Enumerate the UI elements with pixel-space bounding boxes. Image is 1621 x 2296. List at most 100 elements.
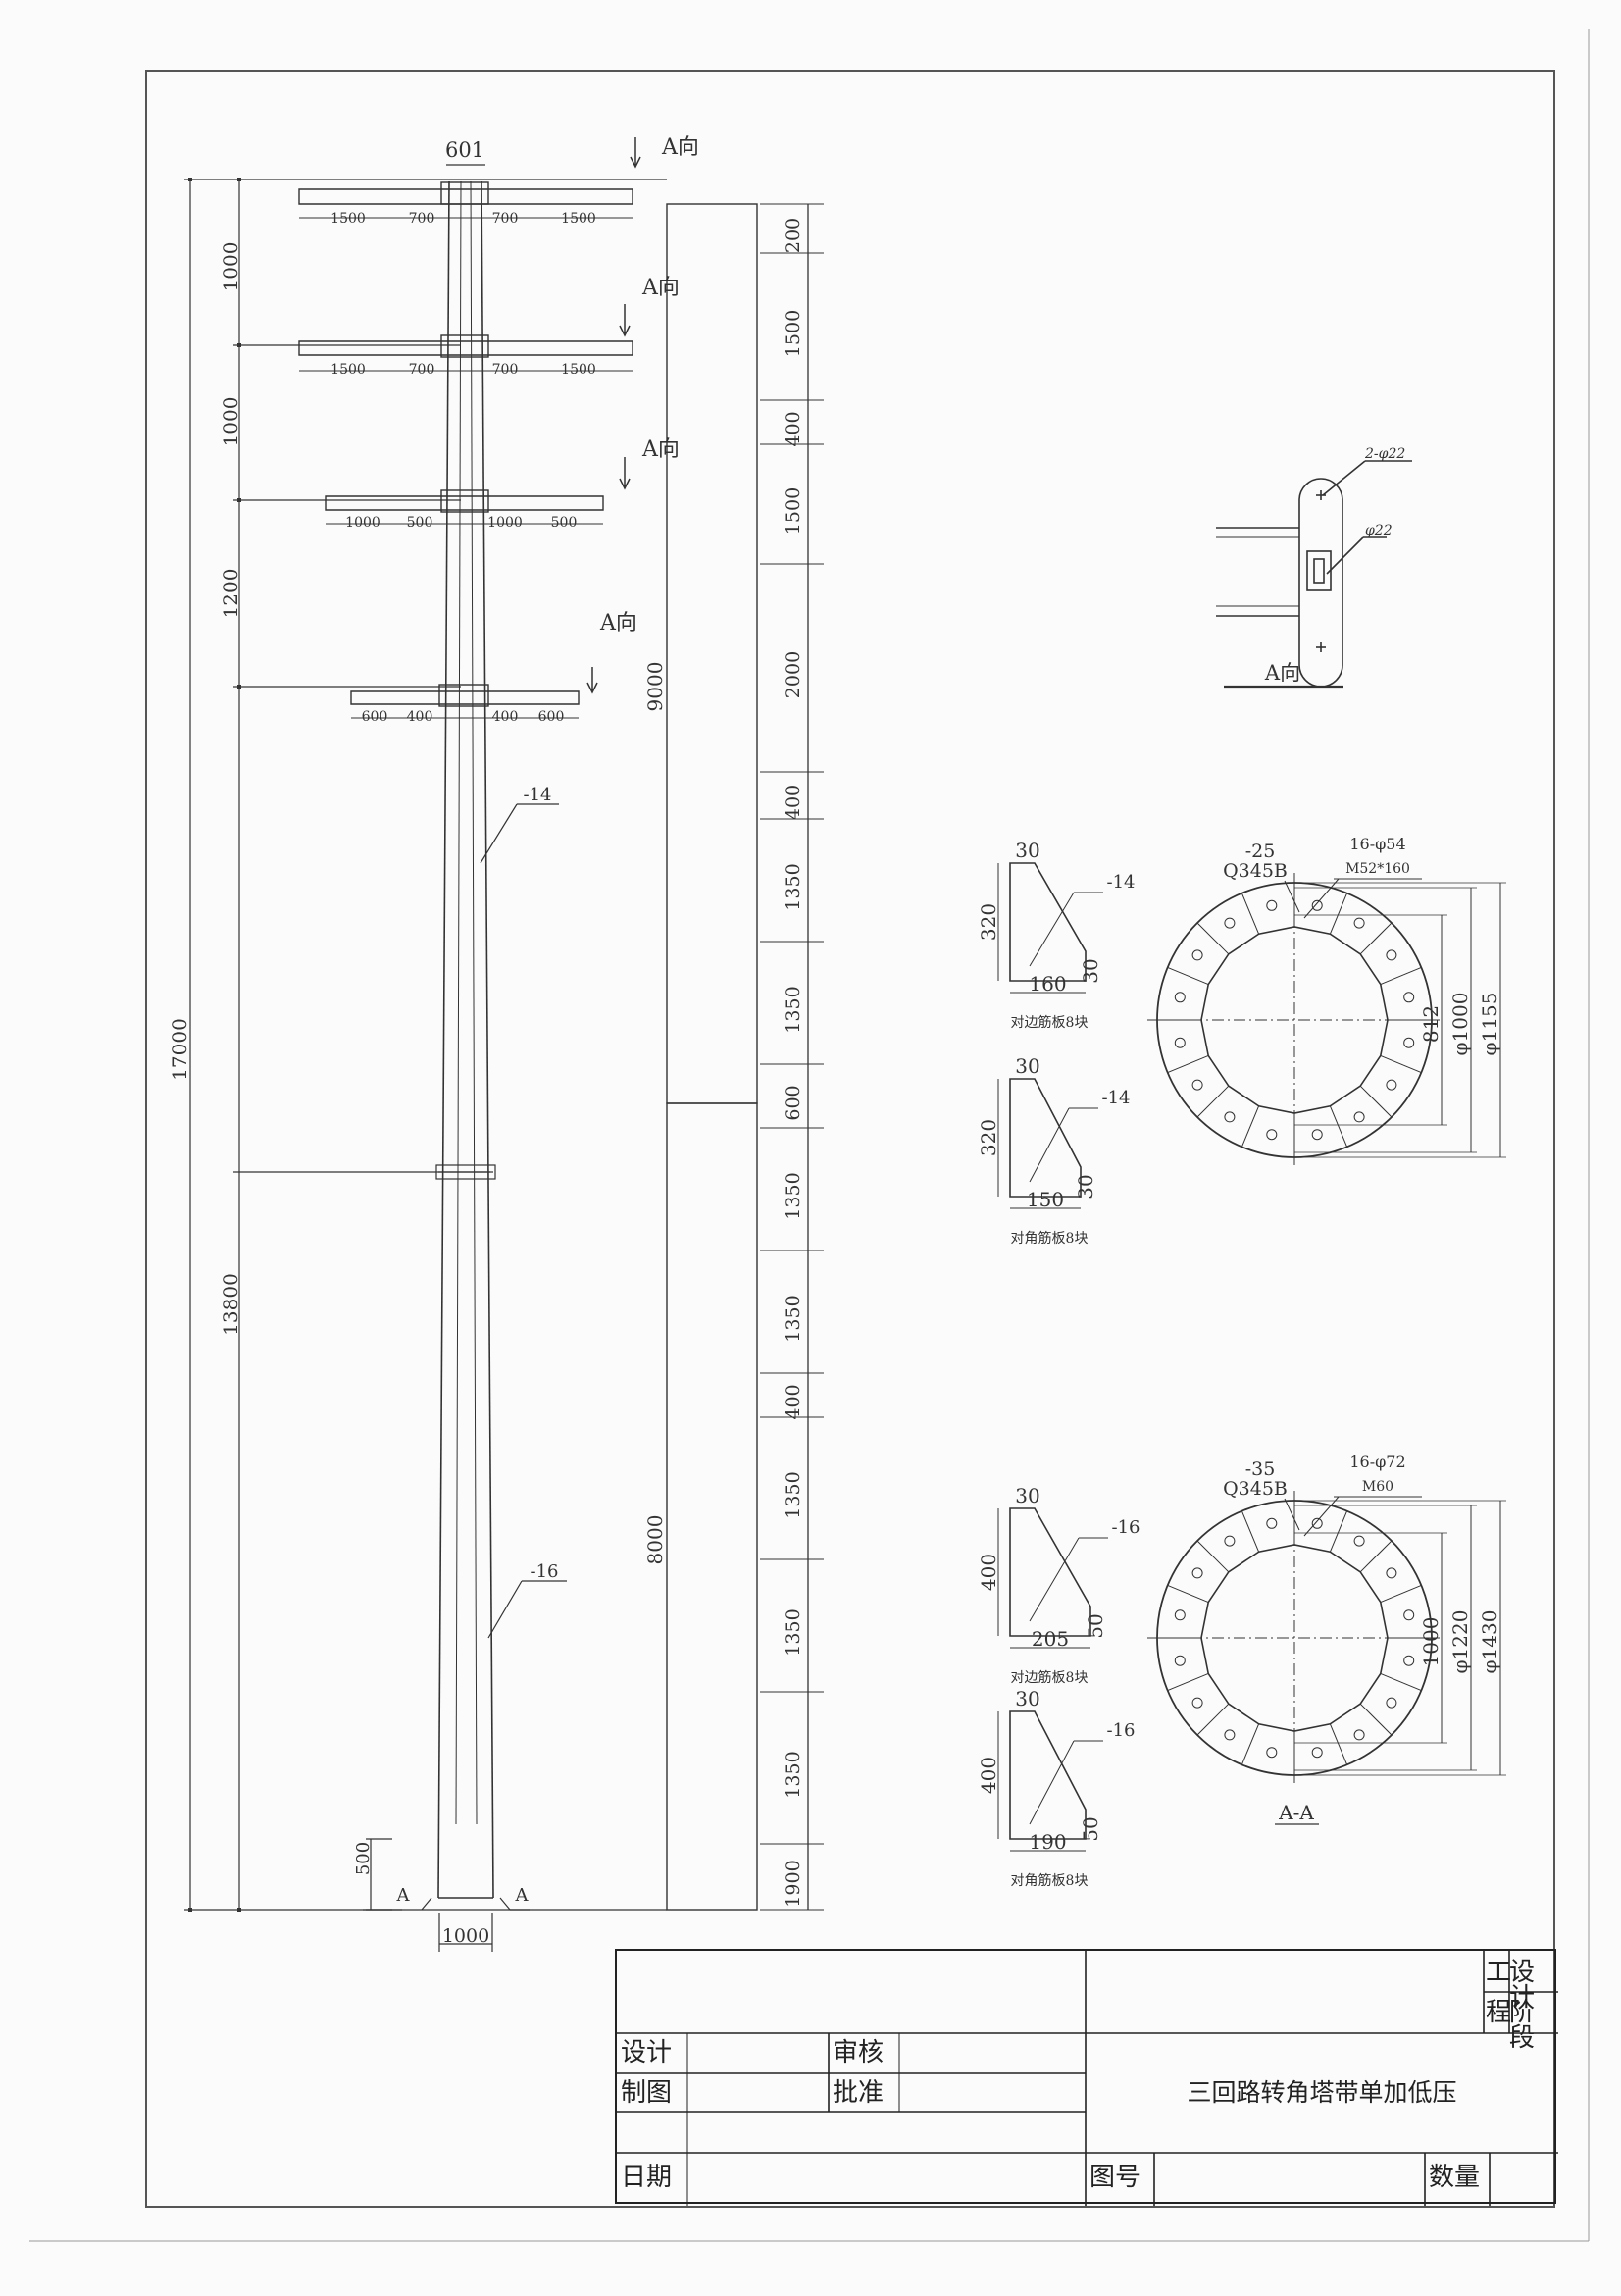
detail-hole-label: φ22 [1365,523,1393,538]
direction-label-4: A向 [599,611,637,636]
right-dim-label: 1500 [783,310,804,357]
bolt-hole [1174,1037,1186,1048]
right-dim-label: 400 [783,411,804,446]
dim-arm-spacing-1: 1000 [219,242,242,292]
bolt-hole [1403,1037,1415,1048]
inner-border [145,70,1555,2208]
bolt-hole [1174,1609,1186,1621]
bolt-hole [1191,1697,1203,1709]
arm3-right-1: 1000 [487,515,523,531]
arm2-right-2: 1500 [561,362,596,378]
flange-bolt: M52*160 [1345,861,1410,877]
dim-arm-spacing-3: 1200 [219,569,242,619]
right-dim-label: 1350 [783,1295,804,1342]
rib-height-dim: 400 [977,1757,1000,1794]
rib-thickness: -16 [1112,1517,1140,1538]
direction-label-1: A向 [661,135,699,160]
right-dim-label: 1900 [783,1860,804,1907]
right-dim-label: 200 [783,218,804,253]
bolt-hole [1266,1747,1278,1759]
rib-top-dim: 30 [1015,839,1039,862]
flange-bolt: M60 [1362,1479,1393,1495]
direction-label-2: A向 [641,276,680,300]
bolt-hole [1403,992,1415,1003]
bolt-hole [1353,1535,1365,1547]
bolt-hole [1191,1567,1203,1579]
flange-dim-2: φ1220 [1448,1610,1472,1674]
rib-caption: 对边筋板8块 [1011,1014,1089,1031]
arm1-left-1: 1500 [330,211,366,227]
tb-check-label: 审核 [833,2038,885,2067]
right-dim-label: 400 [783,785,804,820]
hole-detail [1216,460,1412,689]
right-dim-label: 600 [783,1085,804,1120]
right-dim-label: 1350 [783,1471,804,1518]
pole-shaft [421,180,511,1911]
right-dim-label: 1350 [783,1608,804,1656]
tb-approve-label: 批准 [833,2078,885,2108]
rib-width-dim: 150 [1027,1188,1064,1211]
bolt-hole [1224,1111,1236,1123]
rib-bottom-dim: 30 [1079,958,1102,983]
right-dim-label: 2000 [783,651,804,698]
flange-dim-3: φ1155 [1478,993,1501,1056]
section-mark-right: A [515,1885,530,1906]
right-dim-label: 1500 [783,487,804,535]
bolt-hole [1224,917,1236,929]
shaft-thickness-upper: -14 [524,785,552,805]
direction-label-3: A向 [641,437,680,462]
bolt-hole [1311,1129,1323,1141]
left-dim-ticks [188,178,241,1912]
thickness-leaders [480,803,567,1639]
rib-top-dim: 30 [1015,1687,1039,1710]
bolt-hole [1191,949,1203,961]
bolt-hole [1311,1747,1323,1759]
rib-top-dim: 30 [1015,1484,1039,1507]
right-dim-label: 1350 [783,986,804,1033]
rib-width-dim: 160 [1029,972,1066,995]
dim-arm-spacing-2: 1000 [219,397,242,447]
arm3-right-2: 500 [551,515,578,531]
bolt-hole [1266,899,1278,911]
arm1-right-2: 1500 [561,211,596,227]
rib-bottom-dim: 50 [1079,1816,1102,1841]
arm4-left-2: 400 [407,709,433,725]
tb-project-1: 工 [1486,1958,1512,1987]
arm4-right-1: 400 [492,709,519,725]
rib-thickness: -14 [1102,1088,1131,1108]
bolt-hole [1386,1567,1397,1579]
rib-height-dim: 320 [977,903,1000,941]
detail-holes-label: 2-φ22 [1364,446,1405,462]
flange-material: Q345B [1223,1478,1288,1500]
rib-width-dim: 190 [1029,1830,1066,1854]
bolt-hole [1311,899,1323,911]
bolt-hole [1224,1535,1236,1547]
title-block: 工 程 设计 阶段 设计 制图 审核 批准 日期 图号 数量 三回路转角塔带单加… [615,1949,1558,2206]
arm2-right-1: 700 [492,362,519,378]
bolt-hole [1353,1111,1365,1123]
flange-dim-1: 812 [1419,1005,1443,1043]
tb-draw-label: 制图 [621,2078,673,2108]
rib-caption: 对角筋板8块 [1011,1872,1089,1889]
dim-upper-height: 13800 [219,1273,242,1336]
flange-thickness: -25 [1245,841,1276,862]
direction-arrows [586,137,641,694]
bolt-hole [1353,917,1365,929]
bolt-hole [1386,949,1397,961]
section-mark-left: A [396,1885,411,1906]
right-dim-label: 400 [783,1384,804,1419]
dim-total-height: 17000 [168,1018,191,1081]
title-block-grid [617,1951,1558,2206]
detail-view-label: A向 [1264,661,1300,685]
bolt-hole [1266,1517,1278,1529]
dim-top-plate: 601 [445,138,484,162]
right-dim-label: 1350 [783,1172,804,1219]
tb-stage-1: 设计 [1509,1958,1536,2013]
rib-width-dim: 205 [1032,1627,1069,1651]
arm1-left-2: 700 [409,211,435,227]
flange-holes: 16-φ54 [1349,835,1405,853]
